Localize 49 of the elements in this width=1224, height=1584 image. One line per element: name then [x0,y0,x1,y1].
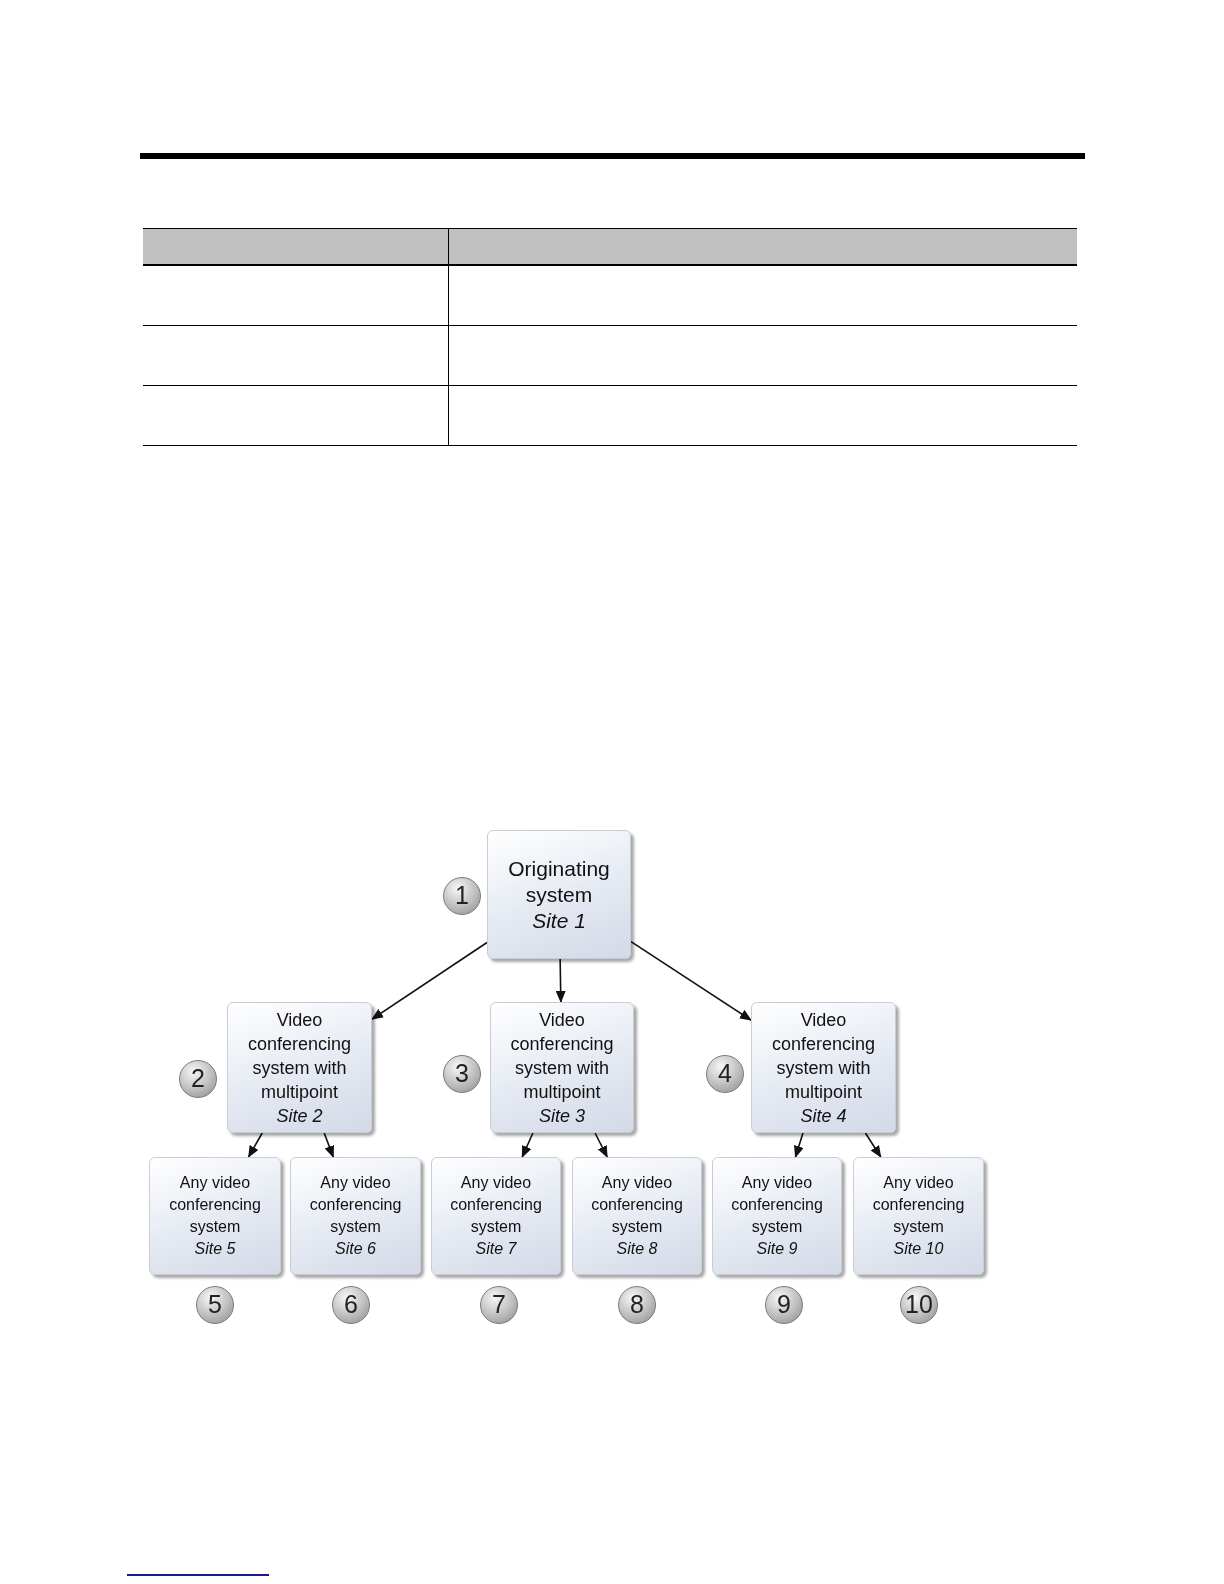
site-label: Site 8 [616,1239,658,1259]
arrow [864,1132,882,1158]
system-label: Video conferencing system with multipoint [770,1008,877,1104]
site-box [431,1157,561,1275]
system-label: Any video conferencing system [590,1173,684,1237]
site-box [227,1002,372,1133]
arrow [555,958,566,1003]
arrow [371,941,488,1020]
site-box [751,1002,896,1133]
callout-number: 4 [706,1055,744,1093]
callout-number: 1 [443,877,481,915]
arrow [794,1132,804,1158]
callout-number: 3 [443,1055,481,1093]
site-box [290,1157,421,1275]
callout-number: 9 [765,1286,803,1324]
system-label: Any video conferencing system [730,1173,824,1237]
callout-number: 5 [196,1286,234,1324]
callout-number: 6 [332,1286,370,1324]
site-label: Site 9 [756,1239,798,1259]
arrow [323,1132,335,1158]
system-label: Video conferencing system with multipoint [509,1008,615,1104]
callout-number: 2 [179,1060,217,1098]
arrow [594,1132,608,1158]
site-box [572,1157,702,1275]
site-label: Site 4 [800,1104,847,1128]
system-label: Any video conferencing system [449,1173,543,1237]
site-box [712,1157,842,1275]
site-label: Site 6 [335,1239,376,1259]
system-label: Any video conferencing system [308,1173,403,1237]
arrow [247,1132,264,1158]
system-label: Any video conferencing system [168,1173,262,1237]
site-box [490,1002,634,1133]
site-label: Site 3 [539,1104,585,1128]
system-label: Any video conferencing system [871,1173,966,1237]
site-box [853,1157,984,1275]
site-label: Site 5 [194,1239,236,1259]
site-label: Site 2 [276,1104,323,1128]
site-label: Site 1 [532,907,586,934]
site-label: Site 7 [475,1239,517,1259]
site-box [487,830,631,959]
callout-number: 10 [900,1286,938,1324]
arrow [630,940,752,1021]
site-box [149,1157,281,1275]
system-label: Video conferencing system with multipoint [246,1008,353,1104]
system-label: Originating system [507,855,611,908]
arrow [521,1132,534,1158]
callout-number: 7 [480,1286,518,1324]
site-label: Site 10 [893,1239,944,1259]
callout-number: 8 [618,1286,656,1324]
